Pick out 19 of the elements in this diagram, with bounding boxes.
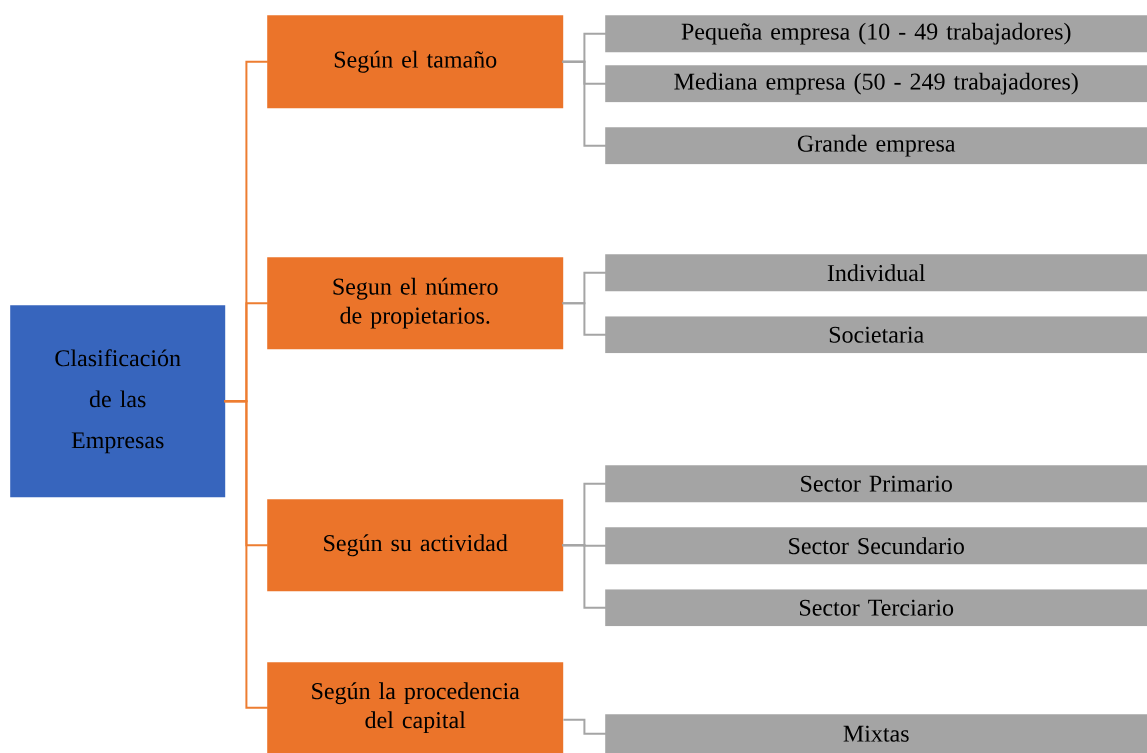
item-box: Grande empresa bbox=[605, 127, 1147, 165]
connector-line bbox=[223, 400, 269, 709]
item-box: Mixtas bbox=[605, 714, 1147, 753]
connector-line bbox=[561, 302, 607, 336]
connector-line bbox=[562, 718, 607, 735]
item-box: Sector Terciario bbox=[605, 589, 1147, 627]
connector-line bbox=[561, 60, 607, 147]
item-box: Individual bbox=[605, 254, 1147, 292]
item-box: Societaria bbox=[605, 316, 1147, 354]
category-box: Según la procedencia del capital bbox=[267, 662, 564, 753]
connector-line bbox=[561, 544, 607, 609]
item-box: Sector Secundario bbox=[605, 527, 1147, 565]
category-box: Según el tamaño bbox=[267, 15, 564, 109]
root-box: Clasificación de las Empresas bbox=[10, 305, 226, 498]
item-box: Sector Primario bbox=[605, 465, 1147, 503]
category-box: Según su actividad bbox=[267, 499, 564, 592]
item-box: Mediana empresa (50 - 249 trabajadores) bbox=[605, 65, 1147, 103]
item-box: Pequeña empresa (10 - 49 trabajadores) bbox=[605, 15, 1147, 53]
category-box: Segun el número de propietarios. bbox=[267, 257, 564, 350]
